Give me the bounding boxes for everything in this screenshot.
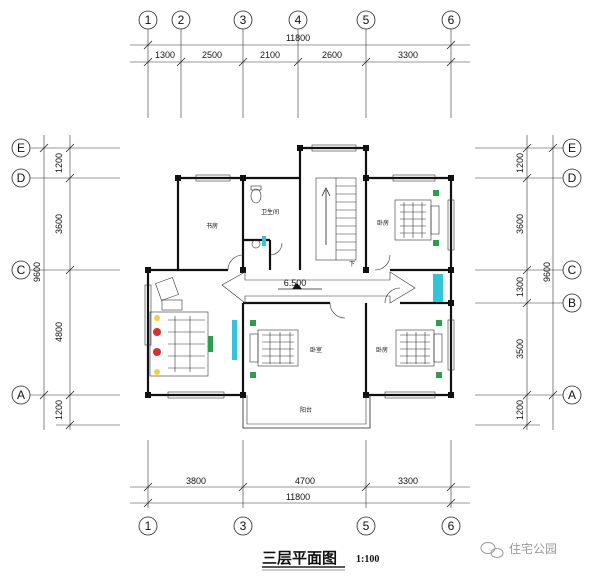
right-total-dim: 9600 [542,262,552,282]
axis-bubble-right-D: D [562,168,582,188]
top-dimensions: 11800 1300 2500 2100 2600 3300 [130,33,470,67]
room-label-balcony: 阳台 [300,406,312,414]
svg-text:A: A [568,388,576,402]
axis-bubble-bottom-3: 3 [233,516,253,536]
bottom-dim-3: 3300 [398,476,418,486]
plan-title: 三层平面图 [262,549,337,567]
svg-text:5: 5 [363,13,370,27]
svg-text:E: E [568,141,576,155]
top-dim-4: 2600 [322,50,342,60]
bottom-axis-bubbles: 1 3 5 6 [138,516,461,536]
right-dim-2: 3600 [515,214,525,234]
axis-bubble-left-E: E [11,138,31,158]
svg-text:C: C [568,263,577,277]
stair-label: 下 [349,261,355,268]
svg-text:1: 1 [145,13,152,27]
top-dim-2: 2500 [202,50,222,60]
svg-text:B: B [568,296,576,310]
left-dim-1: 1200 [54,153,64,173]
left-axis: E D C A 1200 3600 4800 1200 9600 [11,135,120,430]
bottom-axis-lines [130,440,470,508]
axis-bubble-right-A: A [562,385,582,405]
study-desk [155,277,183,311]
doors [227,242,401,319]
left-dim-2: 3600 [54,214,64,234]
axis-bubble-left-D: D [11,168,31,188]
wardrobe-cyan [433,274,443,302]
axis-bubble-top-1: 1 [138,10,158,30]
svg-text:6: 6 [448,519,455,533]
svg-text:2: 2 [178,13,185,27]
top-total-dim: 11800 [286,33,310,43]
axis-bubble-bottom-1: 1 [138,516,158,536]
svg-text:A: A [17,388,25,402]
room-label-bedroom-main: 卧室 [310,346,322,354]
axis-bubble-top-6: 6 [441,10,461,30]
watermark-text: 住宅公园 [509,541,557,556]
watermark: 住宅公园 [480,541,557,558]
drawing-title: 三层平面图 1:100 [262,549,379,571]
top-dim-3: 2100 [260,50,280,60]
axis-bubble-bottom-6: 6 [441,516,461,536]
svg-text:E: E [17,141,25,155]
right-dim-5: 1200 [515,400,525,420]
axis-bubble-right-C: C [562,260,582,280]
bedroom-main-bed [249,320,299,378]
svg-text:6: 6 [448,13,455,27]
room-label-bath: 卫生间 [261,208,279,216]
bedroom-se-bed [395,320,443,378]
plan-scale: 1:100 [356,554,379,565]
axis-bubble-top-3: 3 [233,10,253,30]
svg-text:D: D [17,171,26,185]
svg-text:1: 1 [145,519,152,533]
room-label-bedroom-ne: 卧房 [377,219,389,227]
axis-bubble-left-A: A [11,385,31,405]
bathroom-fixtures [250,185,266,249]
svg-text:3: 3 [240,13,247,27]
bottom-dim-1: 3800 [186,476,206,486]
bottom-dim-2: 4700 [295,476,315,486]
left-total-dim: 9600 [32,262,42,282]
axis-bubble-top-4: 4 [288,10,308,30]
watermark-chat-icon [480,542,504,558]
top-dim-1: 1300 [155,50,175,60]
lounge-furniture [149,311,237,377]
room-label-study: 书房 [206,222,218,230]
bottom-total-dim: 11800 [286,492,310,502]
bottom-ticks [143,482,456,508]
room-label-bedroom-se: 卧房 [376,346,388,354]
right-dim-1: 1200 [515,153,525,173]
top-axis-bubbles: 1 2 3 4 5 6 [138,10,461,30]
right-dim-4: 3500 [515,339,525,359]
room-labels: 书房 卫生间 卧房 卧室 卧房 阳台 [206,208,389,414]
bottom-dimensions: 3800 4700 3300 11800 [186,476,418,502]
bedroom-ne-bed [394,190,440,246]
building-walls [144,144,455,399]
axis-bubble-top-5: 5 [356,10,376,30]
axis-bubble-right-E: E [562,138,582,158]
left-dim-4: 1200 [54,400,64,420]
axis-bubble-right-B: B [562,293,582,313]
svg-text:5: 5 [363,519,370,533]
left-dim-3: 4800 [54,322,64,342]
hall-landing: 6.500 [221,271,416,304]
balcony [242,395,371,429]
axis-bubble-bottom-5: 5 [356,516,376,536]
level-mark: 6.500 [284,278,307,288]
top-axis-lines [147,29,452,118]
axis-bubble-left-C: C [11,260,31,280]
svg-text:3: 3 [240,519,247,533]
right-dim-3: 1300 [515,277,525,297]
svg-text:4: 4 [295,13,302,27]
axis-bubble-top-2: 2 [171,10,191,30]
stairs: 下 [315,177,357,268]
svg-text:D: D [568,171,577,185]
top-dim-5: 3300 [398,50,418,60]
right-axis: E D C B A 1200 3600 1300 3500 1200 9600 [475,135,582,430]
svg-text:C: C [17,263,26,277]
